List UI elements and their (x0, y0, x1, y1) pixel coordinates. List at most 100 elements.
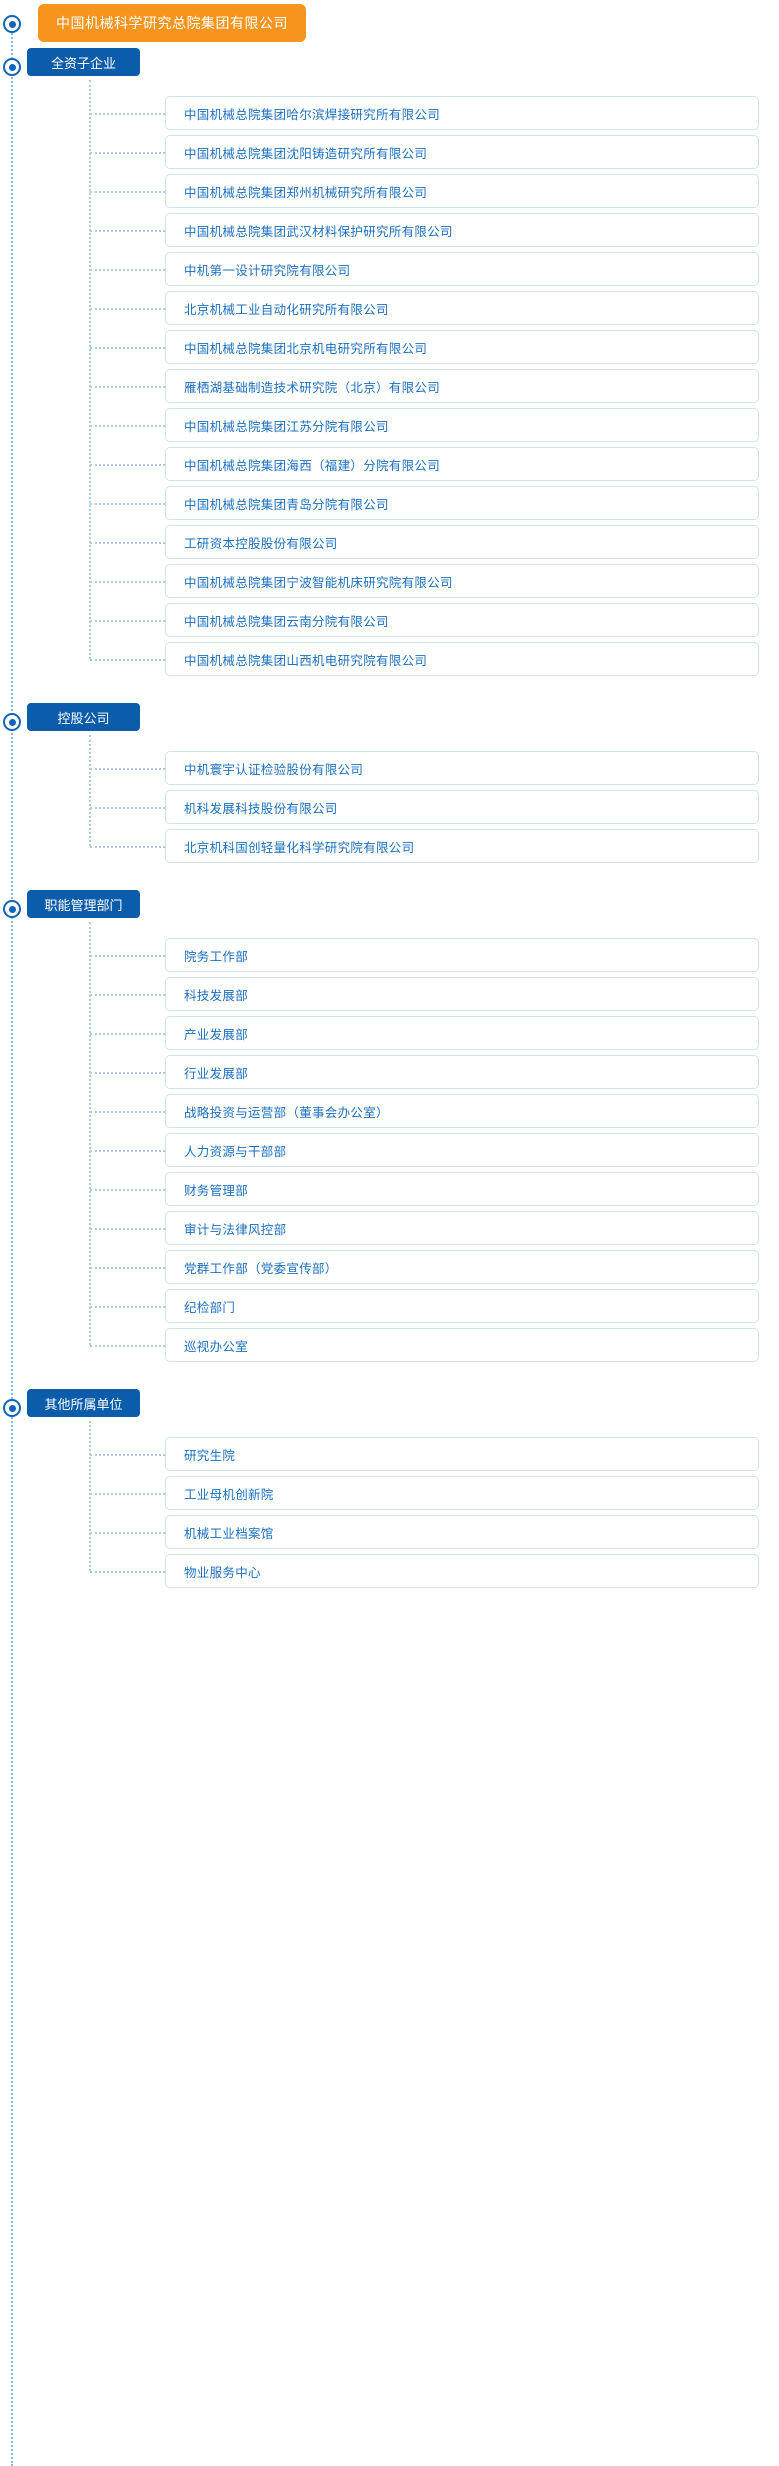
item-connector-line (90, 1189, 165, 1191)
org-item-row: 中国机械总院集团海西（福建）分院有限公司 (0, 445, 779, 484)
org-item[interactable]: 研究生院 (165, 1437, 759, 1471)
item-connector-line (90, 191, 165, 193)
section-label[interactable]: 控股公司 (27, 703, 140, 731)
org-item-row: 中国机械总院集团哈尔滨焊接研究所有限公司 (0, 94, 779, 133)
section-node-marker-icon (3, 713, 21, 731)
org-item[interactable]: 中国机械总院集团武汉材料保护研究所有限公司 (165, 213, 759, 247)
item-connector-line (90, 1072, 165, 1074)
org-item[interactable]: 中国机械总院集团宁波智能机床研究院有限公司 (165, 564, 759, 598)
org-item[interactable]: 中国机械总院集团郑州机械研究所有限公司 (165, 174, 759, 208)
item-connector-line (90, 659, 165, 661)
org-item[interactable]: 中国机械总院集团北京机电研究所有限公司 (165, 330, 759, 364)
item-connector-line (90, 1306, 165, 1308)
section-spacer (0, 1365, 779, 1385)
org-item[interactable]: 中机第一设计研究院有限公司 (165, 252, 759, 286)
org-item-row: 巡视办公室 (0, 1326, 779, 1365)
org-item[interactable]: 中国机械总院集团青岛分院有限公司 (165, 486, 759, 520)
org-item[interactable]: 巡视办公室 (165, 1328, 759, 1362)
org-item[interactable]: 中国机械总院集团海西（福建）分院有限公司 (165, 447, 759, 481)
org-item-row: 中国机械总院集团郑州机械研究所有限公司 (0, 172, 779, 211)
section-spacer (0, 1591, 779, 1611)
item-connector-line (90, 152, 165, 154)
item-connector-line (90, 386, 165, 388)
org-item-row: 院务工作部 (0, 936, 779, 975)
item-connector-line (90, 503, 165, 505)
item-connector-line (90, 620, 165, 622)
org-item[interactable]: 科技发展部 (165, 977, 759, 1011)
item-connector-line (90, 230, 165, 232)
org-item-row: 行业发展部 (0, 1053, 779, 1092)
org-item-row: 工业母机创新院 (0, 1474, 779, 1513)
org-item-row: 中国机械总院集团武汉材料保护研究所有限公司 (0, 211, 779, 250)
item-connector-line (90, 955, 165, 957)
org-section: 控股公司中机寰宇认证检验股份有限公司机科发展科技股份有限公司北京机科国创轻量化科… (0, 699, 779, 886)
section-spacer (0, 679, 779, 699)
section-label[interactable]: 其他所属单位 (27, 1389, 140, 1417)
org-item[interactable]: 党群工作部（党委宣传部） (165, 1250, 759, 1284)
item-connector-line (90, 269, 165, 271)
org-item[interactable]: 中国机械总院集团沈阳铸造研究所有限公司 (165, 135, 759, 169)
org-item-row: 中机寰宇认证检验股份有限公司 (0, 749, 779, 788)
org-item[interactable]: 机科发展科技股份有限公司 (165, 790, 759, 824)
section-header[interactable]: 职能管理部门 (0, 886, 779, 936)
root-node[interactable]: 中国机械科学研究总院集团有限公司 (0, 4, 779, 44)
org-item-row: 中国机械总院集团宁波智能机床研究院有限公司 (0, 562, 779, 601)
section-header[interactable]: 控股公司 (0, 699, 779, 749)
org-item-row: 审计与法律风控部 (0, 1209, 779, 1248)
org-item[interactable]: 中国机械总院集团哈尔滨焊接研究所有限公司 (165, 96, 759, 130)
sections-container: 全资子企业中国机械总院集团哈尔滨焊接研究所有限公司中国机械总院集团沈阳铸造研究所… (0, 44, 779, 1611)
org-item[interactable]: 中国机械总院集团山西机电研究院有限公司 (165, 642, 759, 676)
item-connector-line (90, 846, 165, 848)
org-item-row: 中国机械总院集团沈阳铸造研究所有限公司 (0, 133, 779, 172)
item-connector-line (90, 581, 165, 583)
org-item[interactable]: 战略投资与运营部（董事会办公室） (165, 1094, 759, 1128)
org-item[interactable]: 机械工业档案馆 (165, 1515, 759, 1549)
org-item[interactable]: 雁栖湖基础制造技术研究院（北京）有限公司 (165, 369, 759, 403)
org-item-row: 中国机械总院集团江苏分院有限公司 (0, 406, 779, 445)
item-connector-line (90, 1571, 165, 1573)
section-node-marker-icon (3, 58, 21, 76)
item-connector-line (90, 1345, 165, 1347)
org-item-row: 雁栖湖基础制造技术研究院（北京）有限公司 (0, 367, 779, 406)
org-section: 其他所属单位研究生院工业母机创新院机械工业档案馆物业服务中心 (0, 1385, 779, 1611)
item-connector-line (90, 347, 165, 349)
section-label[interactable]: 职能管理部门 (27, 890, 140, 918)
org-item[interactable]: 审计与法律风控部 (165, 1211, 759, 1245)
org-item[interactable]: 院务工作部 (165, 938, 759, 972)
org-item-row: 产业发展部 (0, 1014, 779, 1053)
section-header[interactable]: 全资子企业 (0, 44, 779, 94)
org-item[interactable]: 工业母机创新院 (165, 1476, 759, 1510)
org-item-row: 中国机械总院集团山西机电研究院有限公司 (0, 640, 779, 679)
org-item[interactable]: 中国机械总院集团江苏分院有限公司 (165, 408, 759, 442)
root-node-label[interactable]: 中国机械科学研究总院集团有限公司 (38, 4, 306, 42)
org-item[interactable]: 产业发展部 (165, 1016, 759, 1050)
item-connector-line (90, 807, 165, 809)
section-label[interactable]: 全资子企业 (27, 48, 140, 76)
org-item-row: 纪检部门 (0, 1287, 779, 1326)
org-item-row: 科技发展部 (0, 975, 779, 1014)
org-item[interactable]: 财务管理部 (165, 1172, 759, 1206)
item-connector-line (90, 113, 165, 115)
org-item[interactable]: 中机寰宇认证检验股份有限公司 (165, 751, 759, 785)
org-item-row: 中国机械总院集团北京机电研究所有限公司 (0, 328, 779, 367)
org-item[interactable]: 行业发展部 (165, 1055, 759, 1089)
section-node-marker-icon (3, 1399, 21, 1417)
org-item[interactable]: 北京机械工业自动化研究所有限公司 (165, 291, 759, 325)
section-header[interactable]: 其他所属单位 (0, 1385, 779, 1435)
org-item-row: 人力资源与干部部 (0, 1131, 779, 1170)
item-connector-line (90, 1454, 165, 1456)
org-item[interactable]: 纪检部门 (165, 1289, 759, 1323)
org-item[interactable]: 人力资源与干部部 (165, 1133, 759, 1167)
item-connector-line (90, 1111, 165, 1113)
org-item[interactable]: 物业服务中心 (165, 1554, 759, 1588)
org-item[interactable]: 工研资本控股股份有限公司 (165, 525, 759, 559)
org-item-row: 北京机械工业自动化研究所有限公司 (0, 289, 779, 328)
org-item[interactable]: 中国机械总院集团云南分院有限公司 (165, 603, 759, 637)
section-branch: 中机寰宇认证检验股份有限公司机科发展科技股份有限公司北京机科国创轻量化科学研究院… (0, 735, 779, 866)
org-item[interactable]: 北京机科国创轻量化科学研究院有限公司 (165, 829, 759, 863)
section-branch: 研究生院工业母机创新院机械工业档案馆物业服务中心 (0, 1421, 779, 1591)
org-item-row: 北京机科国创轻量化科学研究院有限公司 (0, 827, 779, 866)
org-item-row: 战略投资与运营部（董事会办公室） (0, 1092, 779, 1131)
root-node-marker-icon (3, 15, 21, 33)
item-connector-line (90, 1493, 165, 1495)
